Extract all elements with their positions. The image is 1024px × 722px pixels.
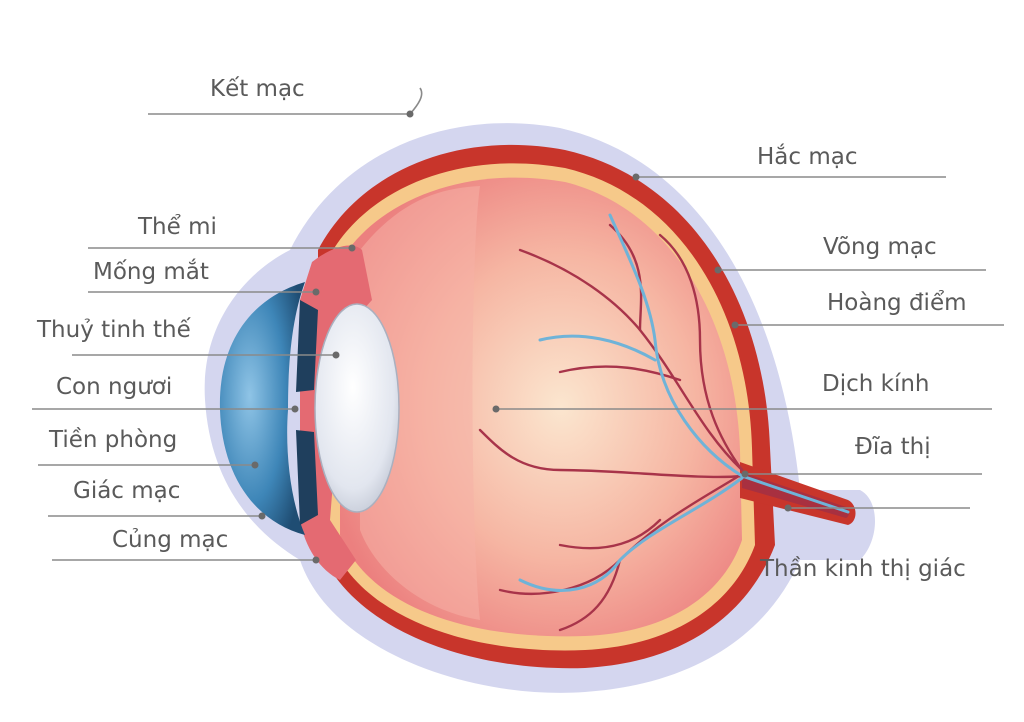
dot-lens [332, 351, 340, 359]
dot-optic-nerve [784, 504, 792, 512]
anterior-vitreous [360, 186, 480, 620]
label-macula: Hoàng điểm [827, 290, 967, 316]
eyeball [204, 123, 876, 693]
label-ciliary-body: Thể mi [137, 214, 217, 240]
dot-cornea [258, 512, 266, 520]
lens-shape [314, 303, 400, 513]
dot-pupil [291, 405, 299, 413]
label-pupil: Con ngươi [56, 374, 172, 400]
label-optic-nerve: Thần kinh thị giác [759, 556, 966, 582]
label-choroid: Hắc mạc [757, 143, 858, 170]
dot-conjunctiva [406, 110, 414, 118]
label-sclera: Củng mạc [112, 527, 228, 553]
label-retina: Võng mạc [823, 234, 937, 260]
label-conjunctiva: Kết mạc [210, 76, 305, 102]
leader-lines [32, 87, 1004, 564]
dot-choroid [632, 173, 640, 181]
label-lens: Thuỷ tinh thế [36, 317, 192, 343]
label-optic-disc: Đĩa thị [855, 434, 931, 460]
dot-iris [312, 288, 320, 296]
dot-sclera [312, 556, 320, 564]
label-vitreous: Dịch kính [822, 371, 930, 397]
dot-macula [731, 321, 739, 329]
retinal-vessels-blue [518, 213, 850, 592]
dot-ciliary-body [348, 244, 356, 252]
retinal-vessels-red [478, 223, 744, 632]
label-iris: Mống mắt [93, 258, 209, 285]
dot-vitreous [492, 405, 500, 413]
dot-anterior-chamber [251, 461, 259, 469]
dot-optic-disc [741, 470, 749, 478]
dot-retina [714, 266, 722, 274]
iris-shape [296, 300, 318, 525]
labels: Kết mạc Hắc mạc Thể mi Mống mắt Võng mạc… [36, 76, 967, 582]
label-cornea: Giác mạc [73, 478, 180, 504]
label-anterior-chamber: Tiền phòng [48, 427, 177, 453]
